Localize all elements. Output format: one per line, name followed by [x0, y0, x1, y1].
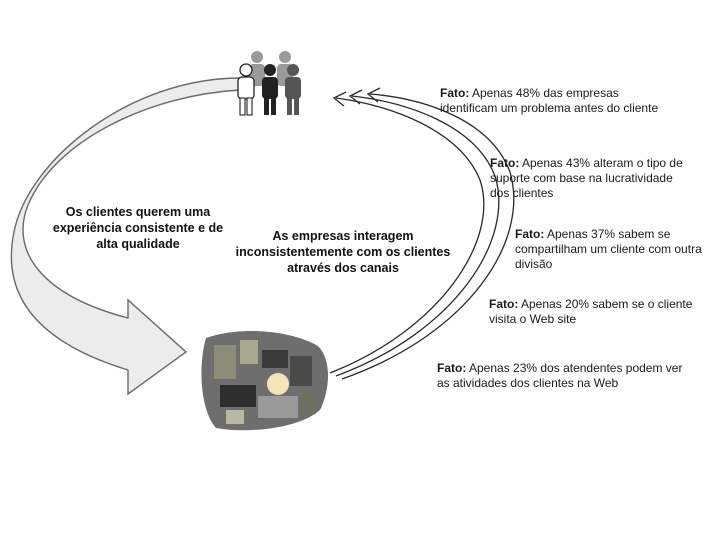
fact-text: Apenas 37% sabem se compartilham um clie… [515, 227, 702, 271]
fact-prefix: Fato: [440, 86, 470, 100]
fact-prefix: Fato: [515, 227, 545, 241]
fact-item: Fato: Apenas 20% sabem se o cliente visi… [489, 297, 704, 327]
fact-item: Fato: Apenas 23% dos atendentes podem ve… [437, 361, 687, 391]
return-arrow-3 [341, 93, 515, 380]
people-group-icon [237, 51, 301, 116]
fact-item: Fato: Apenas 48% das empresas identifica… [440, 86, 676, 116]
fact-text: Apenas 20% sabem se o cliente visita o W… [489, 297, 693, 326]
fact-text: Apenas 23% dos atendentes podem ver as a… [437, 361, 683, 390]
return-arrowheads [332, 87, 381, 107]
return-arrow-1 [329, 97, 485, 374]
fact-prefix: Fato: [489, 297, 519, 311]
fact-text: Apenas 43% alteram o tipo de suporte com… [490, 156, 683, 200]
fact-item: Fato: Apenas 37% sabem se compartilham u… [515, 227, 715, 272]
big-curved-arrow [10, 77, 241, 396]
companies-interact-label: As empresas interagem inconsistentemente… [235, 229, 451, 275]
customers-want-label: Os clientes querem uma experiência consi… [52, 205, 224, 251]
fact-item: Fato: Apenas 43% alteram o tipo de supor… [490, 156, 690, 201]
fact-prefix: Fato: [490, 156, 520, 170]
fact-text: Apenas 48% das empresas identificam um p… [440, 86, 659, 115]
return-arrow-2 [335, 95, 500, 377]
company-collage-icon [201, 331, 328, 431]
fact-prefix: Fato: [437, 361, 467, 375]
return-arrows [329, 93, 515, 380]
